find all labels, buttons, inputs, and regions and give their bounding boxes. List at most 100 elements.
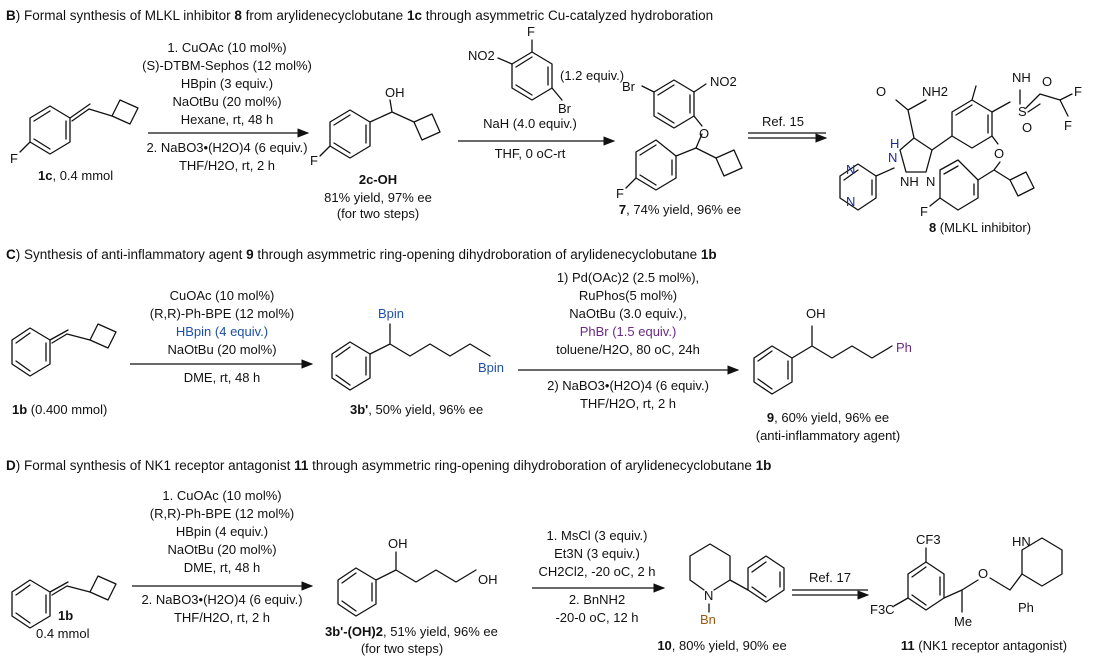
molecule-8: N N N H NH N O NH2 NH S O O F F O xyxy=(839,70,1082,235)
condition-line: 1) Pd(OAc)2 (2.5 mol%), xyxy=(557,270,699,285)
atom-label: F xyxy=(1064,118,1072,133)
section-c-title: C) Synthesis of anti-inflammatory agent … xyxy=(6,247,717,262)
atom-label: F xyxy=(527,24,535,39)
reference-label: Ref. 15 xyxy=(762,114,804,129)
reference-label: Ref. 17 xyxy=(809,570,851,585)
compound-label-7: 7, 74% yield, 96% ee xyxy=(619,202,741,217)
atom-label: NO2 xyxy=(710,74,737,89)
condition-line: THF/H2O, rt, 2 h xyxy=(179,158,275,173)
condition-line: THF/H2O, rt, 2 h xyxy=(580,396,676,411)
amount-text: 0.4 mmol xyxy=(36,626,90,641)
conditions-b-step1: 1. CuOAc (10 mol%) (S)-DTBM-Sephos (12 m… xyxy=(142,40,312,173)
condition-line: DME, rt, 48 h xyxy=(184,370,261,385)
condition-line: THF, 0 oC-rt xyxy=(495,146,566,161)
atom-label: O xyxy=(994,146,1004,161)
condition-line: PhBr (1.5 equiv.) xyxy=(580,324,677,339)
condition-line: Et3N (3 equiv.) xyxy=(554,546,640,561)
molecule-7: Br NO2 O F 7, 74% yield, 96% ee xyxy=(616,74,743,217)
atom-label: F3C xyxy=(870,602,895,617)
condition-line: (S)-DTBM-Sephos (12 mol%) xyxy=(142,58,312,73)
compound-label-1b: 1b (0.400 mmol) xyxy=(12,402,107,417)
condition-line: NaH (4.0 equiv.) xyxy=(483,116,577,131)
condition-line: NaOtBu (20 mol%) xyxy=(167,542,276,557)
molecule-10: N Bn 10, 80% yield, 90% ee xyxy=(657,543,787,653)
atom-label: OH xyxy=(806,306,826,321)
section-b-title: B) Formal synthesis of MLKL inhibitor 8 … xyxy=(6,8,713,23)
compound-label-1b: 1b xyxy=(58,608,73,623)
reagent-fluoronitrobromobenzene: F NO2 Br (1.2 equiv.) xyxy=(468,24,624,116)
molecule-2c-oh: OH F 2c-OH 81% yield, 97% ee (for two st… xyxy=(310,85,441,221)
condition-line: 2. NaBO3•(H2O)4 (6 equiv.) xyxy=(141,592,302,607)
yield-text: 81% yield, 97% ee xyxy=(324,190,432,205)
condition-line: NaOtBu (3.0 equiv.), xyxy=(569,306,687,321)
atom-label: NO2 xyxy=(468,48,495,63)
note-text: (anti-inflammatory agent) xyxy=(756,428,901,443)
section-d-title: D) Formal synthesis of NK1 receptor anta… xyxy=(6,458,771,473)
atom-label: N xyxy=(846,162,855,177)
atom-label: Br xyxy=(622,79,636,94)
condition-line: 2. NaBO3•(H2O)4 (6 equiv.) xyxy=(146,140,307,155)
condition-line: 1. CuOAc (10 mol%) xyxy=(162,488,281,503)
atom-label: O xyxy=(978,566,988,581)
molecule-11: CF3 F3C Me O HN Ph 11 (NK1 receptor anta… xyxy=(870,532,1067,653)
atom-label: F xyxy=(616,186,624,201)
condition-line: CH2Cl2, -20 oC, 2 h xyxy=(538,564,655,579)
molecule-1b-d: 1b 0.4 mmol xyxy=(11,575,117,641)
atom-label: O xyxy=(1022,120,1032,135)
condition-line: THF/H2O, rt, 2 h xyxy=(174,610,270,625)
compound-label-8: 8 (MLKL inhibitor) xyxy=(929,220,1031,235)
condition-line: NaOtBu (20 mol%) xyxy=(167,342,276,357)
condition-line: HBpin (4 equiv.) xyxy=(176,524,268,539)
atom-label: O xyxy=(1042,74,1052,89)
equiv-text: (1.2 equiv.) xyxy=(560,68,624,83)
atom-label: O xyxy=(699,126,709,141)
condition-line: CuOAc (10 mol%) xyxy=(170,288,275,303)
atom-label: HN xyxy=(1012,534,1031,549)
note-text: (for two steps) xyxy=(337,206,419,221)
molecule-1b: 1b (0.400 mmol) xyxy=(11,323,117,417)
atom-label: N xyxy=(704,588,713,603)
atom-label: F xyxy=(10,151,18,166)
atom-label: F xyxy=(310,153,318,168)
atom-label: CF3 xyxy=(916,532,941,547)
atom-label: O xyxy=(876,84,886,99)
condition-line: Hexane, rt, 48 h xyxy=(181,112,274,127)
compound-label-1c: 1c, 0.4 mmol xyxy=(38,168,113,183)
atom-label: F xyxy=(920,204,928,219)
condition-line: toluene/H2O, 80 oC, 24h xyxy=(556,342,700,357)
atom-label: Br xyxy=(558,101,572,116)
atom-label: Bpin xyxy=(478,360,504,375)
section-b: B) Formal synthesis of MLKL inhibitor 8 … xyxy=(6,8,1082,235)
condition-line: 1. MsCl (3 equiv.) xyxy=(547,528,648,543)
atom-label: N xyxy=(888,150,897,165)
condition-line: 2. BnNH2 xyxy=(569,592,625,607)
atom-label: Ph xyxy=(896,340,912,355)
molecule-1c: F 1c, 0.4 mmol xyxy=(10,99,139,183)
atom-label: S xyxy=(1018,104,1027,119)
atom-label: NH2 xyxy=(922,84,948,99)
molecule-3b-prime-oh2: OH OH 3b'-(OH)2, 51% yield, 96% ee (for … xyxy=(325,536,498,656)
condition-line: (R,R)-Ph-BPE (12 mol%) xyxy=(150,506,294,521)
atom-label: N xyxy=(926,174,935,189)
atom-label: OH xyxy=(385,85,405,100)
compound-label-9: 9, 60% yield, 96% ee xyxy=(767,410,889,425)
molecule-9: OH Ph 9, 60% yield, 96% ee (anti-inflamm… xyxy=(753,306,912,443)
molecule-3b-prime: Bpin Bpin 3b', 50% yield, 96% ee xyxy=(331,306,504,417)
atom-label: Bn xyxy=(700,612,716,627)
atom-label: NH xyxy=(1012,70,1031,85)
condition-line: (R,R)-Ph-BPE (12 mol%) xyxy=(150,306,294,321)
compound-label-3b-prime-oh2: 3b'-(OH)2, 51% yield, 96% ee xyxy=(325,624,498,639)
compound-label-2c-oh: 2c-OH xyxy=(359,172,397,187)
condition-line: HBpin (3 equiv.) xyxy=(181,76,273,91)
compound-label-10: 10, 80% yield, 90% ee xyxy=(657,638,786,653)
condition-line: HBpin (4 equiv.) xyxy=(176,324,268,339)
atom-label: NH xyxy=(900,174,919,189)
atom-label: Bpin xyxy=(378,306,404,321)
condition-line: -20-0 oC, 12 h xyxy=(555,610,638,625)
compound-label-11: 11 (NK1 receptor antagonist) xyxy=(901,638,1067,653)
atom-label: H xyxy=(890,136,899,151)
atom-label: OH xyxy=(388,536,408,551)
compound-label-3b-prime: 3b', 50% yield, 96% ee xyxy=(350,402,483,417)
section-c: C) Synthesis of anti-inflammatory agent … xyxy=(6,247,912,443)
